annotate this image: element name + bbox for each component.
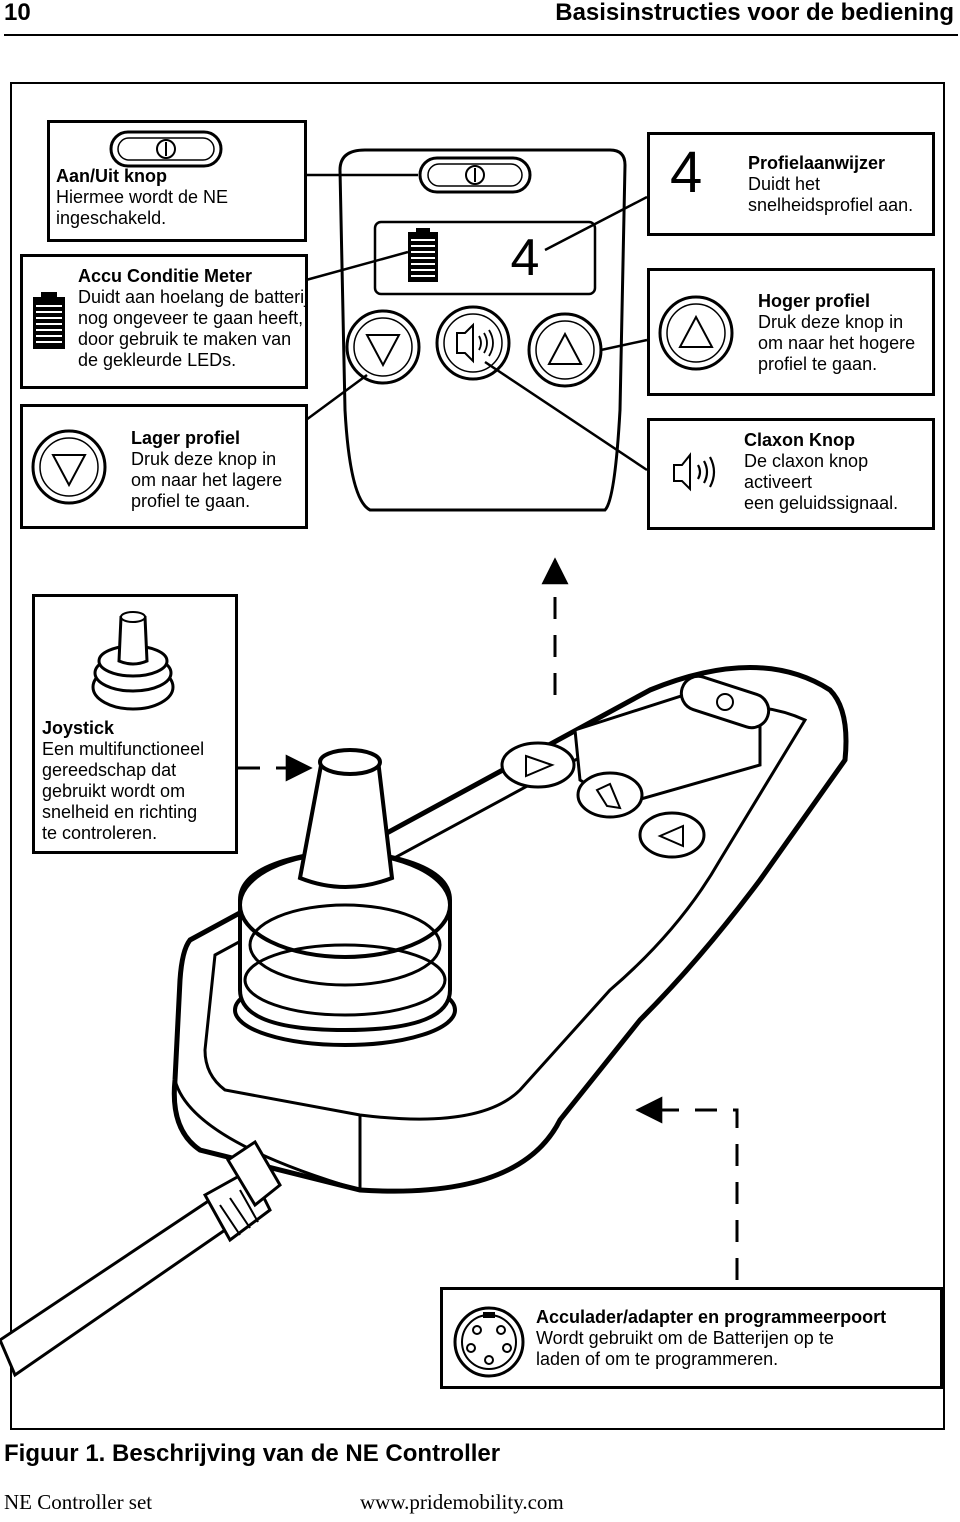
callout-charger-title: Acculader/adapter en programmeerpoort	[536, 1307, 887, 1327]
panel-profile-digit: 4	[511, 229, 540, 287]
battery-meter-icon	[33, 292, 65, 349]
callout-horn: Claxon Knop De claxon knop activeert een…	[647, 418, 935, 530]
charger-port-icon	[453, 1306, 525, 1378]
callout-lower-line: Druk deze knop in	[131, 449, 277, 469]
callout-power: Aan/Uit knop Hiermee wordt de NE ingesch…	[47, 120, 307, 242]
callout-higher-profile: Hoger profiel Druk deze knop in om naar …	[647, 268, 935, 396]
callout-profile-line: Duidt het	[748, 174, 821, 194]
callout-higher-title: Hoger profiel	[758, 291, 871, 311]
panel-up-arrow-button-icon	[527, 312, 603, 388]
callout-battery: Accu Conditie Meter Duidt aan hoelang de…	[20, 254, 308, 389]
callout-horn-title: Claxon Knop	[744, 430, 855, 450]
callout-profile-line: snelheidsprofiel aan.	[748, 195, 914, 215]
callout-lower-title: Lager profiel	[131, 428, 241, 448]
panel-horn-button-icon	[435, 305, 511, 381]
cable-plug-illustration	[0, 1139, 282, 1378]
callout-battery-line: de gekleurde LEDs.	[78, 350, 237, 370]
callout-charger-line: laden of om te programmeren.	[536, 1349, 779, 1369]
up-arrow-button-icon	[658, 295, 734, 371]
controller-body	[171, 665, 849, 1194]
page-number: 10	[4, 0, 31, 26]
panel-down-arrow-button-icon	[345, 309, 421, 385]
callout-lower-profile: Lager profiel Druk deze knop in om naar …	[20, 404, 308, 529]
panel-battery-meter-icon	[408, 228, 438, 282]
callout-joystick-line: Een multifunctioneel	[42, 739, 205, 759]
footer-url-link[interactable]: www.pridemobility.com	[360, 1490, 564, 1514]
callout-lower-line: profiel te gaan.	[131, 491, 251, 511]
joystick-illustration	[233, 748, 457, 1047]
callout-profile-title: Profielaanwijzer	[748, 153, 886, 173]
callout-joystick-line: gebruikt wordt om	[42, 781, 186, 801]
callout-joystick-line: te controleren.	[42, 823, 158, 843]
profile-digit-icon: 4	[670, 140, 703, 205]
callout-joystick-title: Joystick	[42, 718, 115, 738]
callout-battery-line: nog ongeveer te gaan heeft,	[78, 308, 304, 328]
panel-power-button-icon	[418, 156, 532, 194]
callout-charger-line: Wordt gebruikt om de Batterijen op te	[536, 1328, 834, 1348]
power-button-icon	[109, 130, 223, 168]
callout-higher-line: Druk deze knop in	[758, 312, 904, 332]
callout-horn-line: een geluidssignaal.	[744, 493, 899, 513]
callout-horn-line: activeert	[744, 472, 813, 492]
callout-joystick: Joystick Een multifunctioneel gereedscha…	[32, 594, 238, 854]
callout-charger-port: Acculader/adapter en programmeerpoort Wo…	[440, 1287, 943, 1389]
figure-frame	[10, 82, 945, 1430]
callout-horn-line: De claxon knop	[744, 451, 869, 471]
callout-profile-indicator: 4 Profielaanwijzer Duidt het snelheidspr…	[647, 132, 935, 236]
callout-power-line: ingeschakeld.	[56, 208, 167, 228]
joystick-icon	[91, 611, 175, 711]
callout-joystick-line: gereedschap dat	[42, 760, 177, 780]
callout-joystick-line: snelheid en richting	[42, 802, 198, 822]
callout-power-title: Aan/Uit knop	[56, 166, 167, 186]
body-up-arrow-button-icon	[638, 811, 706, 859]
figure-caption: Figuur 1. Beschrijving van de NE Control…	[4, 1440, 501, 1467]
callout-battery-line: Duidt aan hoelang de batterij	[78, 287, 309, 307]
leader-lines	[305, 173, 648, 472]
callout-battery-line: door gebruik te maken van	[78, 329, 292, 349]
body-down-arrow-button-icon	[500, 741, 576, 789]
down-arrow-button-icon	[31, 429, 107, 505]
callout-higher-line: profiel te gaan.	[758, 354, 878, 374]
dashed-leaders	[238, 557, 739, 1280]
callout-power-line: Hiermee wordt de NE	[56, 187, 229, 207]
body-horn-button-icon	[576, 771, 644, 819]
callout-battery-title: Accu Conditie Meter	[78, 266, 253, 286]
callout-lower-line: om naar het lagere	[131, 470, 283, 490]
section-title: Basisinstructies voor de bediening	[555, 0, 954, 26]
body-power-button-icon	[679, 674, 771, 730]
callout-higher-line: om naar het hogere	[758, 333, 916, 353]
horn-button-icon	[673, 452, 716, 492]
header-rule	[4, 34, 958, 36]
footer-document-title: NE Controller set	[4, 1490, 153, 1514]
